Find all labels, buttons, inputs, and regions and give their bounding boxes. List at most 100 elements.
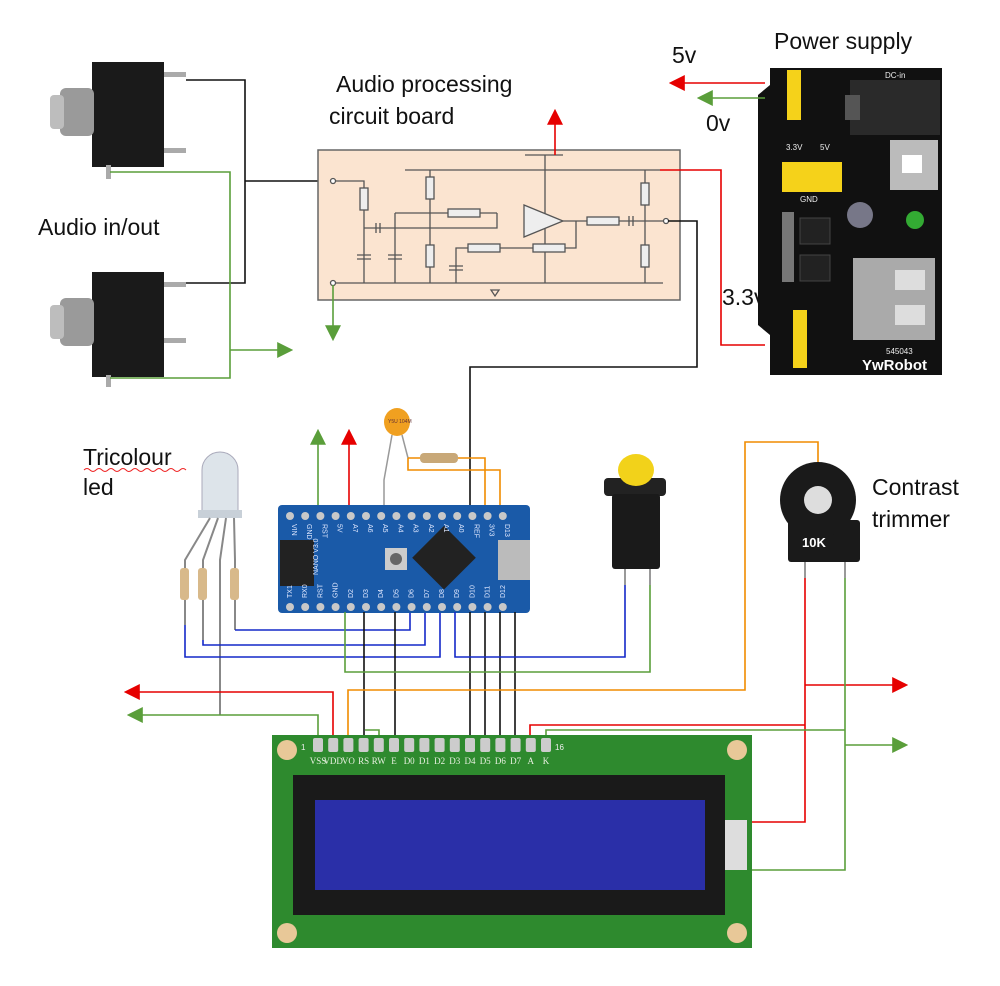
lcd-pin <box>358 738 369 752</box>
arduino-pin-label: D8 <box>439 589 446 598</box>
button-ground-wire <box>344 585 651 673</box>
label-5v: 5v <box>672 42 697 68</box>
arduino-pin <box>301 603 310 611</box>
arduino-pin-label: GND <box>305 524 312 540</box>
lcd-pin-label: D0 <box>404 756 415 766</box>
arduino-pin-label: TX1 <box>287 585 294 598</box>
arduino-model: NANO V3.0 <box>313 538 320 575</box>
arduino-pin-label: A1 <box>442 524 449 533</box>
arduino-pin-label: D4 <box>378 589 385 598</box>
power-supply-label: Power supply <box>774 28 913 54</box>
lcd-pin <box>480 738 491 752</box>
wire-3v3 <box>660 169 765 346</box>
lcd-pin <box>343 738 354 752</box>
rail-3v3-label: 3.3V <box>786 143 803 152</box>
arduino-pin <box>316 512 325 520</box>
audio-processing-board <box>317 149 681 301</box>
power-board-brand: YwRobot <box>862 357 927 374</box>
arduino-pin <box>407 603 416 611</box>
arduino-pin-label: GND <box>333 582 340 598</box>
lcd-pin-label: D1 <box>419 756 430 766</box>
lcd-pin-label: D5 <box>480 756 491 766</box>
arduino-pin-label: A0 <box>457 524 464 533</box>
lcd-pin <box>404 738 415 752</box>
button-signal-wire <box>454 585 626 658</box>
arduino-pin-label: D12 <box>500 585 507 598</box>
tricolour-led <box>180 451 242 715</box>
resistor <box>420 453 458 463</box>
audio-ground-wire <box>110 171 290 379</box>
arduino-pin-label: D6 <box>409 589 416 598</box>
arduino-pin-label: D7 <box>424 589 431 598</box>
tricolour-label-1: Tricolour <box>83 444 172 470</box>
lcd-vss-arrow <box>126 707 319 740</box>
arduino-pin-label: 3V3 <box>488 524 495 537</box>
audio-io-label: Audio in/out <box>38 214 160 240</box>
trimmer-positive-wire <box>745 578 905 823</box>
trimmer-value: 10K <box>802 535 826 550</box>
contrast-wire <box>347 441 819 740</box>
arduino-pin-label: A5 <box>381 524 388 533</box>
lcd-pin <box>541 738 551 752</box>
arduino-pin <box>422 512 431 520</box>
push-button <box>604 454 666 585</box>
lcd-pin <box>495 738 506 752</box>
audio-board-label-2: circuit board <box>329 103 454 129</box>
arduino-pin-label: A2 <box>427 524 434 533</box>
led-signal-wires <box>184 612 441 658</box>
lcd-data-wires <box>363 612 516 740</box>
arduino-pin <box>483 512 492 520</box>
tricolour-label-2: led <box>83 474 114 500</box>
arduino-pin <box>316 603 325 611</box>
contrast-trimmer: 10K <box>780 462 860 578</box>
contrast-label-1: Contrast <box>872 474 960 500</box>
capacitor-marking: Y5U 104M <box>388 419 412 425</box>
lcd-pin <box>465 738 475 752</box>
lcd-pin-label: D7 <box>510 756 521 766</box>
lcd-pin-label: VO <box>342 756 355 766</box>
label-0v: 0v <box>706 110 731 136</box>
lcd-pin-label: VDD <box>323 756 343 766</box>
arduino-pin <box>346 512 355 520</box>
trimmer-ground-wire <box>745 578 905 871</box>
lcd-pin-label: D4 <box>465 756 476 766</box>
arduino-pin-label: RST <box>320 524 327 539</box>
arduino-pin-label: 5V <box>336 524 343 533</box>
arduino-pin <box>468 512 477 520</box>
lcd-pin <box>389 738 399 752</box>
arduino-pin-label: RST <box>317 583 324 598</box>
arduino-pin <box>438 512 446 520</box>
contrast-label-2: trimmer <box>872 506 950 532</box>
arduino-pin <box>331 512 340 520</box>
arduino-pin-label: A6 <box>366 524 373 533</box>
arduino-pin <box>453 512 462 520</box>
arduino-pin <box>346 603 355 611</box>
arduino-pin <box>392 603 401 611</box>
board-code: 545043 <box>886 347 913 356</box>
lcd-vdd-arrow <box>123 684 334 740</box>
arduino-pin-label: D2 <box>348 589 355 598</box>
ceramic-capacitor: Y5U 104M <box>383 408 412 512</box>
arduino-pin-label: VIN <box>290 524 297 536</box>
arduino-pin-label: D10 <box>469 585 476 598</box>
audio-board-label-1: Audio processing <box>336 71 512 97</box>
lcd-pin-label: RS <box>358 756 369 766</box>
arduino-pin-label: D13 <box>503 524 510 537</box>
arduino-pin <box>422 603 431 611</box>
arduino-pin <box>286 512 294 520</box>
arduino-pin-label: A7 <box>351 524 358 533</box>
lcd-pin <box>328 738 339 752</box>
spellcheck-underline <box>83 468 187 472</box>
arduino-pin <box>362 512 370 520</box>
arduino-pin <box>331 603 340 611</box>
arduino-pin <box>453 603 462 611</box>
lcd-pin <box>373 738 384 752</box>
analog-ref-wires <box>407 457 501 512</box>
lcd-pin <box>449 738 460 752</box>
arduino-pin <box>438 603 446 611</box>
audio-jack-top <box>50 62 186 179</box>
